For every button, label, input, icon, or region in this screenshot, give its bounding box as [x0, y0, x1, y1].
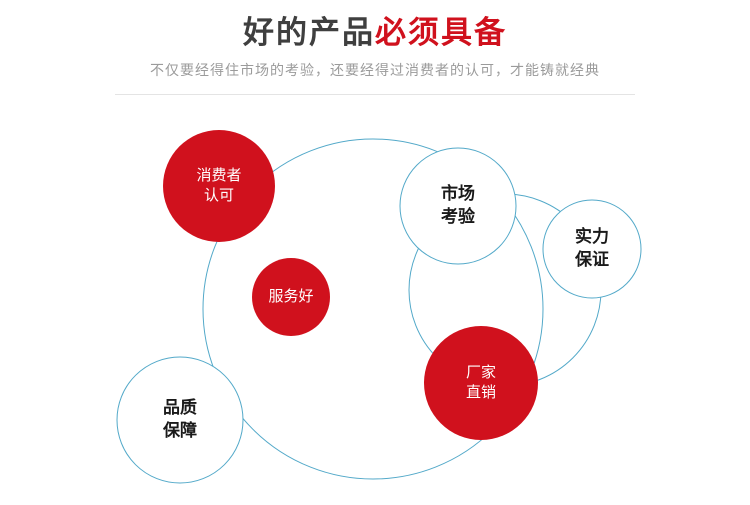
header: 好的产品必须具备 不仅要经得住市场的考验，还要经得过消费者的认可，才能铸就经典	[0, 0, 750, 96]
bubble-strength-label: 实力 保证	[575, 226, 609, 272]
subtitle: 不仅要经得住市场的考验，还要经得过消费者的认可，才能铸就经典	[150, 62, 600, 79]
bubble-service-label: 服务好	[268, 287, 313, 307]
bubble-factory-label: 厂家 直销	[466, 363, 496, 404]
bubble-consumer-line1: 消费者	[196, 166, 242, 184]
bubble-factory-circle	[424, 326, 538, 440]
bubble-strength-line2: 保证	[575, 250, 609, 269]
title-normal-part: 好的产品	[243, 15, 375, 50]
bubble-factory-line2: 直销	[465, 384, 497, 401]
bubble-quality-circle	[116, 356, 244, 484]
outer-ring-circle	[202, 138, 544, 480]
bubble-strength-line1: 实力	[575, 227, 609, 247]
bubble-quality-line2: 保障	[163, 421, 197, 440]
bubble-consumer-circle	[163, 130, 275, 242]
bubble-market-line1: 市场	[441, 184, 475, 204]
bubble-quality-label: 品质 保障	[163, 397, 197, 443]
bubble-market-circle	[399, 147, 517, 265]
bubble-strength-circle	[542, 199, 642, 299]
bubble-market-label: 市场 考验	[441, 183, 475, 229]
bubble-market-line2: 考验	[441, 207, 475, 226]
title-highlight-part: 必须具备	[375, 15, 507, 50]
bubble-service-circle	[252, 258, 330, 336]
bubble-consumer-line2: 认可	[203, 187, 235, 204]
page-title: 好的产品必须具备	[0, 14, 750, 51]
bubble-factory-line1: 厂家	[465, 363, 497, 381]
bubble-quality-line1: 品质	[163, 398, 197, 418]
bubble-consumer-label: 消费者 认可	[196, 166, 241, 207]
divider	[115, 94, 635, 96]
bubble-service-line1: 服务好	[268, 287, 314, 305]
